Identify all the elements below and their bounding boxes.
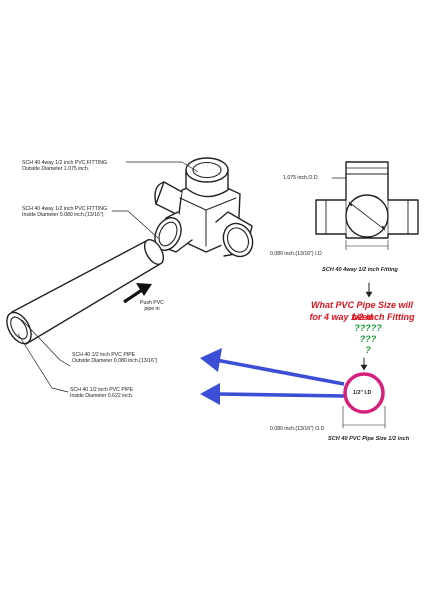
blue-arrows bbox=[200, 348, 345, 405]
pipe-od-line2: Outside Diameter 0.080 inch.(13/16") bbox=[72, 358, 158, 365]
pipe-3d-illustration bbox=[6, 239, 165, 345]
question-marks-5: ????? bbox=[354, 323, 382, 333]
fitting-front-od-label: 1.075 inch.O.D bbox=[283, 175, 318, 181]
fitting-3d-illustration bbox=[154, 157, 254, 258]
pipe-od-label: SCH 40 1/2 inch PVC PIPE Outside Diamete… bbox=[72, 352, 157, 365]
pipe-od-line1: SCH 40 1/2 inch PVC PIPE bbox=[72, 352, 136, 358]
fitting-front-view bbox=[315, 161, 419, 251]
pipe-caption: SCH 40 PVC Pipe Size 1/2 inch bbox=[328, 436, 410, 442]
question-marks-1: ? bbox=[365, 345, 371, 355]
leader-lines-left bbox=[17, 161, 199, 393]
question-line1: What PVC Pipe Size will need bbox=[310, 300, 414, 322]
pipe-od-dimension-label: 0.080 inch.(13/16") O.D bbox=[270, 426, 325, 432]
fitting-od-line2: Outside Diameter 1.075 inch. bbox=[22, 166, 90, 173]
pipe-cross-section bbox=[343, 372, 385, 414]
pipe-id-line2: Inside Diameter 0.622 inch. bbox=[70, 393, 134, 400]
fitting-id-line1: SCH 40 4way 1/2 inch PVC FITTING bbox=[22, 206, 108, 212]
fitting-od-line1: SCH 40 4way 1/2 inch PVC FITTING bbox=[22, 160, 108, 166]
push-arrow bbox=[123, 283, 152, 304]
pipe-id-line1: SCH 40 1/2 inch PVC PIPE bbox=[70, 387, 134, 393]
fitting-od-label: SCH 40 4way 1/2 inch PVC FITTING Outside… bbox=[22, 160, 107, 173]
push-line2: pipe in bbox=[144, 306, 160, 313]
question-marks-3: ??? bbox=[359, 334, 377, 344]
question-line2: for 4 way 1/2 inch Fitting bbox=[309, 312, 415, 322]
fitting-caption: SCH 40 4way 1/2 inch Fitting bbox=[322, 267, 398, 273]
push-label: Push PVC pipe in bbox=[140, 300, 164, 313]
pipe-id-label: SCH 40 1/2 inch PVC PIPE Inside Diameter… bbox=[70, 387, 133, 400]
fitting-front-id-label: 0.080 inch.(13/16") I.D bbox=[270, 251, 322, 257]
push-line1: Push PVC bbox=[140, 300, 164, 306]
fitting-id-line2: Inside Diameter 0.080 inch.(13/16") bbox=[22, 212, 104, 219]
fitting-id-label: SCH 40 4way 1/2 inch PVC FITTING Inside … bbox=[22, 206, 107, 219]
pipe-center-label: 1/2" I.D bbox=[353, 390, 372, 396]
